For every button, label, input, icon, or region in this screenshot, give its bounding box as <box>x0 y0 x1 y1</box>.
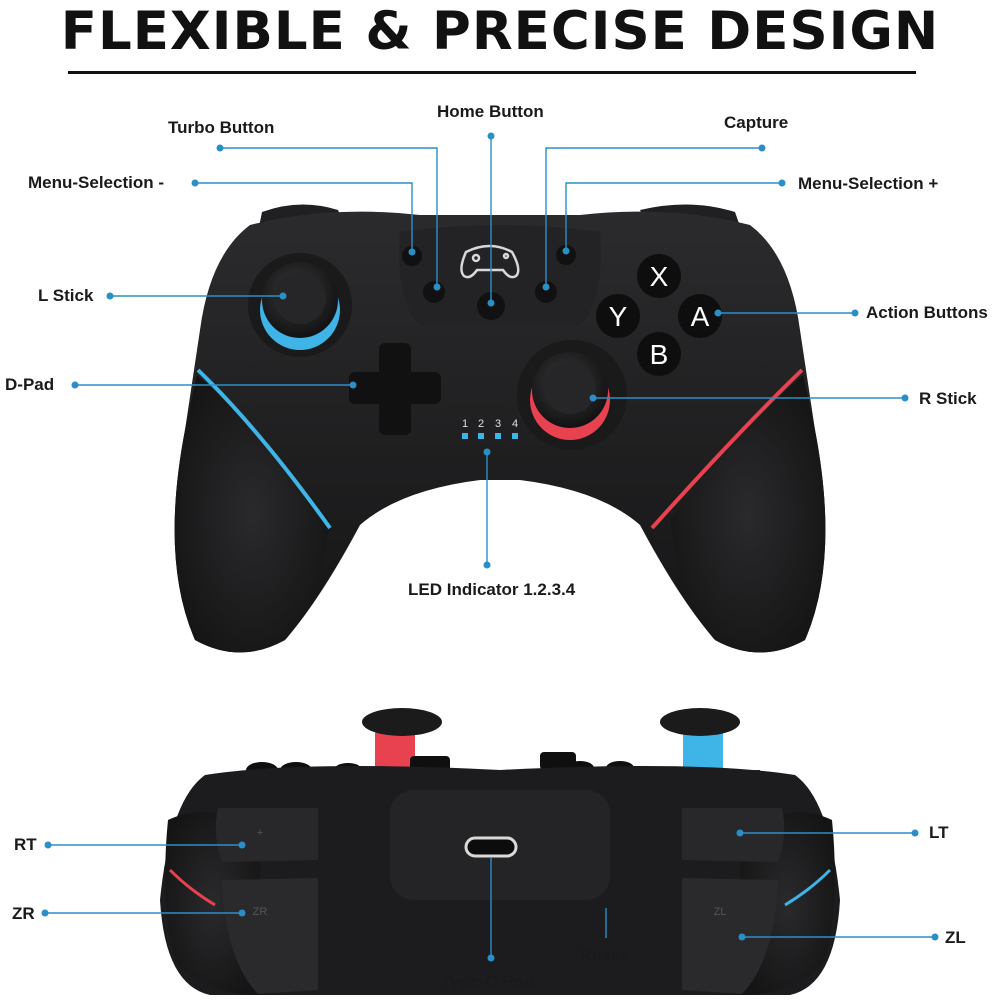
rear-red-stick-shaft <box>375 728 415 773</box>
svg-text:ZR: ZR <box>253 906 268 918</box>
l-stick-label: L Stick <box>38 286 94 305</box>
lt-label: LT <box>929 823 949 842</box>
y-label: Y <box>609 301 628 332</box>
r-stick-label: R Stick <box>919 389 977 408</box>
menu-plus-label: Menu-Selection + <box>798 174 939 193</box>
turbo-button-label: Turbo Button <box>168 118 275 137</box>
menu-plus-button <box>556 245 576 265</box>
menu-minus-button <box>402 246 422 266</box>
zr-trigger <box>222 878 318 994</box>
rear-blue-stick-shaft <box>683 728 723 773</box>
right-red-accent <box>650 368 804 530</box>
x-button <box>637 254 681 298</box>
led-dot-3 <box>495 433 501 439</box>
y-button <box>596 294 640 338</box>
rear-red-stick-cap <box>362 708 442 736</box>
callout-dots <box>41 132 939 962</box>
title-underline <box>68 71 916 74</box>
menu-minus-label: Menu-Selection - <box>28 173 165 192</box>
rear-blue-stick-cap <box>660 708 740 736</box>
capture-button <box>535 281 557 303</box>
right-grip <box>670 375 826 653</box>
type-c-port-label: Type-C Port <box>441 972 537 991</box>
a-label: A <box>691 301 710 332</box>
dpad-label: D-Pad <box>5 375 55 394</box>
led-dot-1 <box>462 433 468 439</box>
reset-label: Reset <box>580 946 627 965</box>
led-number-4: 4 <box>512 418 518 430</box>
zr-label: ZR <box>12 904 35 923</box>
x-label: X <box>650 261 669 292</box>
action-buttons-label: Action Buttons <box>866 303 988 322</box>
led-number-1: 1 <box>462 418 468 430</box>
front-controller: X Y A B 1 2 3 4 <box>174 204 826 653</box>
led-indicator-label: LED Indicator 1.2.3.4 <box>408 580 576 599</box>
lt-trigger <box>682 808 785 862</box>
turbo-button <box>423 281 445 303</box>
b-button <box>637 332 681 376</box>
back-controller: + ZR - ZL <box>160 708 840 995</box>
svg-text:ZL: ZL <box>714 906 727 918</box>
rt-trigger <box>215 808 318 862</box>
capture-label: Capture <box>724 113 789 132</box>
svg-text:+: + <box>257 827 263 839</box>
left-grip <box>174 375 330 653</box>
b-label: B <box>650 339 669 370</box>
dpad <box>349 343 441 435</box>
home-logo-icon <box>460 244 520 279</box>
led-number-2: 2 <box>478 418 484 430</box>
led-number-3: 3 <box>495 418 501 430</box>
page-title: FLEXIBLE & PRECISE DESIGN <box>60 1 940 62</box>
home-button-label: Home Button <box>437 102 544 121</box>
led-dot-4 <box>512 433 518 439</box>
type-c-port <box>464 836 518 858</box>
rt-label: RT <box>14 835 37 854</box>
led-dot-2 <box>478 433 484 439</box>
face-buttons <box>596 254 722 376</box>
zl-trigger <box>682 878 778 994</box>
a-button <box>678 294 722 338</box>
callout-lines <box>45 136 935 958</box>
zl-label: ZL <box>945 928 966 947</box>
